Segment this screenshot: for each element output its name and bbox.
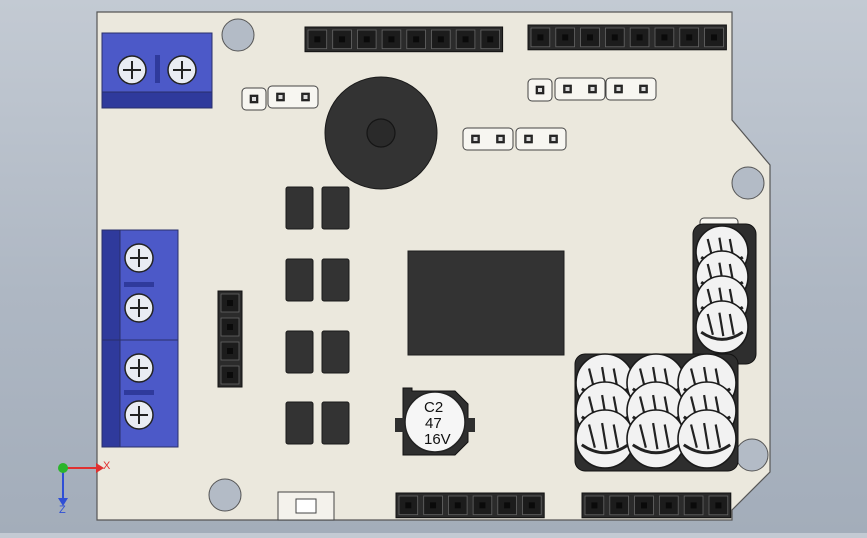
capacitor-array [574, 223, 757, 472]
smd-component[interactable] [285, 330, 314, 374]
terminal-block-top[interactable] [101, 32, 213, 109]
terminal-block-left-upper[interactable] [101, 229, 179, 341]
capacitor-c2[interactable]: C2 47 16V [395, 387, 475, 456]
smd-component[interactable] [321, 401, 350, 445]
header-top-left[interactable] [304, 26, 504, 53]
smd-component[interactable] [321, 258, 350, 302]
capacitor-designator: C2 [424, 399, 443, 416]
mounting-holes [208, 18, 769, 512]
header-bottom-right[interactable] [581, 492, 732, 519]
chip-icon[interactable] [407, 250, 565, 356]
screw-icon [117, 55, 147, 85]
smd-component[interactable] [285, 258, 314, 302]
capacitor-stack-2[interactable] [626, 353, 686, 469]
screw-icon [124, 293, 154, 323]
axis-z-label: Z [59, 504, 66, 516]
jumper-2pin-e[interactable] [515, 127, 567, 151]
mounting-hole-right [731, 166, 765, 200]
mounting-hole-bottom-right [735, 438, 769, 472]
axis-x-label: X [103, 460, 111, 472]
capacitor-voltage: 16V [424, 431, 451, 448]
smd-component[interactable] [285, 401, 314, 445]
header-top-right[interactable] [527, 24, 727, 51]
smd-component[interactable] [285, 186, 314, 230]
jumper-headers [241, 77, 739, 241]
pin-headers [217, 24, 732, 519]
header-bottom-center[interactable] [395, 492, 545, 519]
header-left-vertical[interactable] [217, 290, 243, 388]
mounting-hole-top-left [221, 18, 255, 52]
capacitor-value: 47 [425, 415, 442, 432]
buzzer-icon[interactable] [324, 76, 438, 190]
smd-component[interactable] [321, 186, 350, 230]
jumper-1pin-a[interactable] [241, 87, 267, 111]
mounting-hole-bottom-left [208, 478, 242, 512]
capacitor-stack-1[interactable] [575, 353, 635, 469]
screw-icon [124, 243, 154, 273]
screw-icon [167, 55, 197, 85]
jumper-2pin-c[interactable] [605, 77, 657, 101]
jumper-2pin-a[interactable] [267, 85, 319, 109]
screw-icon [124, 400, 154, 430]
jumper-1pin-b[interactable] [527, 78, 553, 102]
screw-icon [124, 353, 154, 383]
smd-components [285, 186, 350, 445]
switch-button[interactable] [277, 491, 335, 521]
jumper-2pin-b[interactable] [554, 77, 606, 101]
capacitor-stack-3[interactable] [677, 353, 737, 469]
jumper-2pin-d[interactable] [462, 127, 514, 151]
capacitor-stack-right[interactable] [695, 225, 749, 354]
terminal-block-left-lower[interactable] [101, 339, 179, 448]
smd-component[interactable] [321, 330, 350, 374]
coordinate-triad: X Z [58, 460, 111, 516]
